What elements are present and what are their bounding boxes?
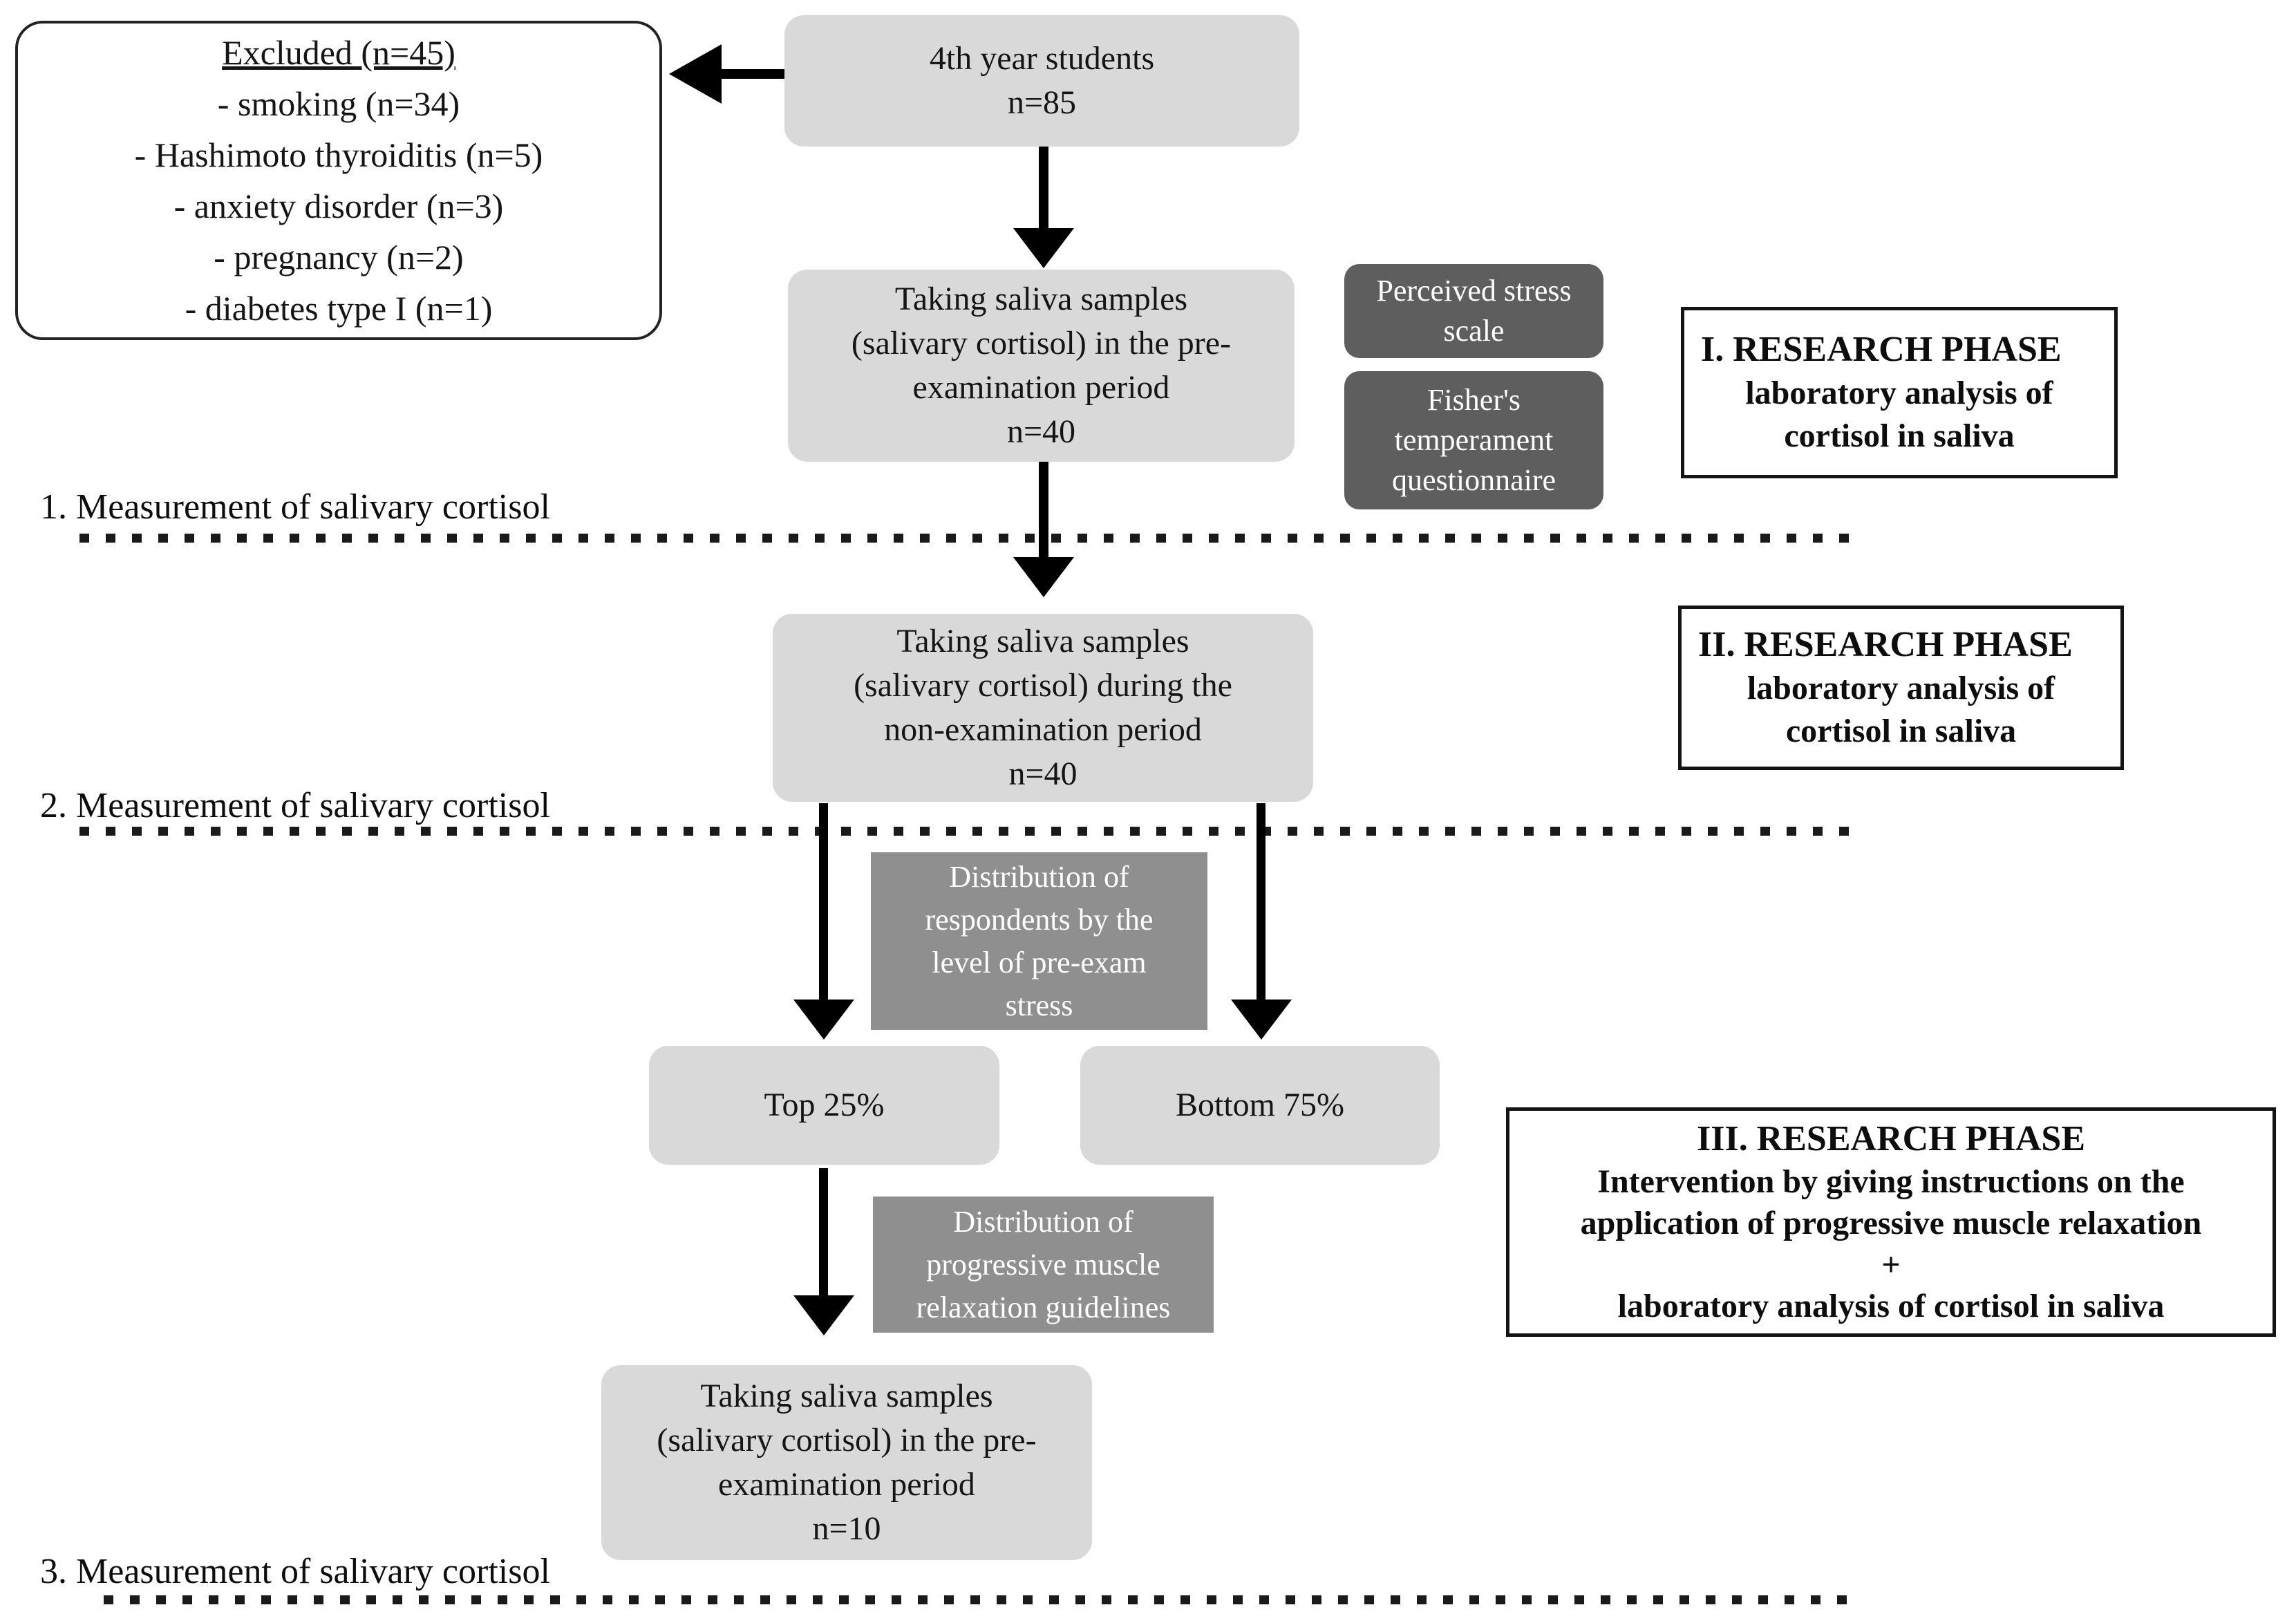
top25-box: Top 25% <box>649 1046 999 1165</box>
final-box: Taking saliva samples (salivary cortisol… <box>601 1365 1092 1560</box>
nonexam-box-line: (salivary cortisol) during the <box>854 667 1232 704</box>
arrow-nonexam-to-bottom75-head-icon <box>1231 1000 1292 1040</box>
preexam-box-line: (salivary cortisol) in the pre- <box>851 325 1232 362</box>
arrow-top25-to-final-shaft <box>819 1168 828 1295</box>
dashed-line-3 <box>104 1595 1861 1604</box>
arrow-nonexam-to-top25-shaft <box>819 803 828 1000</box>
phase2-box: II. RESEARCH PHASE laboratory analysis o… <box>1678 606 2124 770</box>
dashed-line-1 <box>79 534 1861 543</box>
preexam-box-line: Taking saliva samples <box>894 281 1188 317</box>
phase2-body-line: cortisol in saliva <box>1785 713 2017 749</box>
pss-box-line: Perceived stress <box>1376 274 1572 308</box>
dist-guidelines-box: Distribution of progressive muscle relax… <box>873 1197 1214 1333</box>
final-box-line: examination period <box>718 1466 975 1503</box>
phase2-body-line: laboratory analysis of <box>1747 670 2055 706</box>
top25-label: Top 25% <box>764 1087 885 1123</box>
excluded-box: Excluded (n=45) - smoking (n=34) - Hashi… <box>15 21 662 340</box>
excluded-title: Excluded (n=45) <box>222 33 455 72</box>
phase2-title: II. RESEARCH PHASE <box>1698 625 2073 664</box>
phase3-body-line: laboratory analysis of cortisol in saliv… <box>1617 1288 2165 1324</box>
final-box-line: n=10 <box>812 1510 881 1547</box>
phase1-box: I. RESEARCH PHASE laboratory analysis of… <box>1681 307 2118 478</box>
dist-respondents-line: level of pre-exam <box>932 945 1147 979</box>
dist-guidelines-line: progressive muscle <box>926 1247 1160 1282</box>
measure3-label: 3. Measurement of salivary cortisol <box>40 1552 550 1591</box>
students-box-line: 4th year students <box>929 40 1155 77</box>
phase3-box: III. RESEARCH PHASE Intervention by givi… <box>1506 1107 2276 1337</box>
arrow-top25-to-final-head-icon <box>793 1295 854 1335</box>
pss-box-line: scale <box>1443 314 1505 348</box>
arrow-students-to-excluded-shaft <box>719 69 788 79</box>
fisher-box-line: temperament <box>1394 423 1554 457</box>
nonexam-box-line: non-examination period <box>884 711 1202 748</box>
fisher-questionnaire-box: Fisher's temperament questionnaire <box>1344 371 1603 509</box>
excluded-item: - smoking (n=34) <box>217 84 460 123</box>
phase3-plus-sign: + <box>1881 1246 1901 1283</box>
dist-respondents-box: Distribution of respondents by the level… <box>871 852 1207 1030</box>
arrow-preexam-to-nonexam-shaft <box>1039 462 1048 557</box>
dist-respondents-line: stress <box>1005 988 1073 1022</box>
final-box-line: (salivary cortisol) in the pre- <box>657 1422 1037 1458</box>
fisher-box-line: Fisher's <box>1427 383 1521 417</box>
arrow-nonexam-to-top25-head-icon <box>793 1000 854 1040</box>
excluded-item: - pregnancy (n=2) <box>214 238 464 276</box>
dashed-line-2 <box>79 827 1861 836</box>
dist-guidelines-line: Distribution of <box>953 1204 1133 1239</box>
arrow-preexam-to-nonexam-head-icon <box>1013 557 1074 597</box>
measure2-label: 2. Measurement of salivary cortisol <box>40 786 550 825</box>
phase3-title: III. RESEARCH PHASE <box>1696 1119 2086 1158</box>
nonexam-box-line: Taking saliva samples <box>896 623 1189 659</box>
phase3-body-line: application of progressive muscle relaxa… <box>1580 1205 2202 1241</box>
arrow-students-to-preexam-head-icon <box>1013 228 1074 268</box>
nonexam-box-line: n=40 <box>1008 756 1078 792</box>
excluded-item: - Hashimoto thyroiditis (n=5) <box>134 135 543 174</box>
dist-respondents-line: Distribution of <box>949 859 1129 894</box>
bottom75-box: Bottom 75% <box>1080 1046 1440 1165</box>
phase1-body-line: laboratory analysis of <box>1745 375 2053 411</box>
preexam-box: Taking saliva samples (salivary cortisol… <box>788 270 1295 462</box>
students-box: 4th year students n=85 <box>784 15 1299 147</box>
students-box-line: n=85 <box>1007 84 1077 121</box>
phase3-body-line: Intervention by giving instructions on t… <box>1597 1163 2185 1200</box>
arrow-students-to-excluded-head-icon <box>669 44 722 104</box>
dist-respondents-line: respondents by the <box>925 902 1154 937</box>
phase1-title: I. RESEARCH PHASE <box>1701 330 2062 369</box>
final-box-line: Taking saliva samples <box>700 1378 993 1414</box>
excluded-item: - anxiety disorder (n=3) <box>173 187 504 225</box>
preexam-box-line: n=40 <box>1006 413 1076 450</box>
arrow-nonexam-to-bottom75-shaft <box>1257 803 1265 1000</box>
preexam-box-line: examination period <box>912 369 1170 406</box>
arrow-students-to-preexam-shaft <box>1039 147 1048 229</box>
bottom75-label: Bottom 75% <box>1175 1087 1344 1123</box>
fisher-box-line: questionnaire <box>1391 463 1556 497</box>
excluded-item: - diabetes type I (n=1) <box>185 289 493 328</box>
measure1-label: 1. Measurement of salivary cortisol <box>40 487 550 527</box>
phase1-body-line: cortisol in saliva <box>1784 418 2015 454</box>
nonexam-box: Taking saliva samples (salivary cortisol… <box>773 614 1313 802</box>
perceived-stress-scale-box: Perceived stress scale <box>1344 264 1603 358</box>
dist-guidelines-line: relaxation guidelines <box>916 1290 1171 1324</box>
